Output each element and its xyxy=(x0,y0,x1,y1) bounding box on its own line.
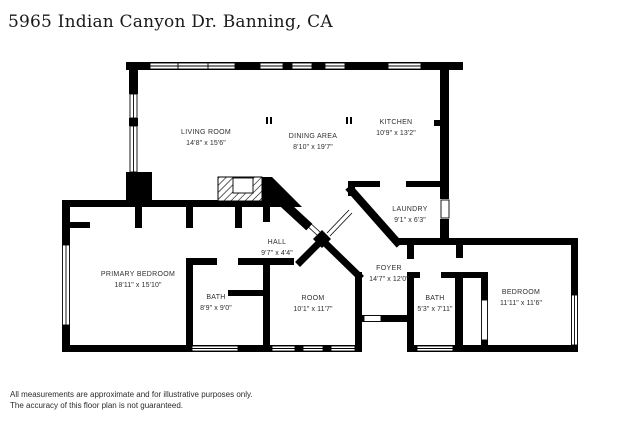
room-dims: 9'1" x 6'3" xyxy=(394,216,426,224)
opening-lines xyxy=(304,209,353,237)
page-title: 5965 Indian Canyon Dr. Banning, CA xyxy=(8,12,333,32)
room-dims: 14'8" x 15'6" xyxy=(186,139,226,147)
diagonal-walls xyxy=(261,182,403,281)
doors xyxy=(363,199,488,341)
room-dims: 8'10" x 19'7" xyxy=(293,143,333,151)
room-name: PRIMARY BEDROOM xyxy=(100,271,176,278)
disclaimer: All measurements are approximate and for… xyxy=(10,389,253,411)
room-label-bath-small: BATH 5'3" x 7'11" xyxy=(417,294,452,315)
hall-apex xyxy=(313,230,331,248)
room-name: KITCHEN xyxy=(379,119,413,126)
room-dims: 8'9" x 9'0" xyxy=(200,304,232,312)
windows xyxy=(62,62,578,352)
room-label-dining-area: DINING AREA 8'10" x 19'7" xyxy=(289,132,337,153)
room-label-kitchen: KITCHEN 10'9" x 13'2" xyxy=(376,118,416,139)
disclaimer-line-2: The accuracy of this floor plan is not g… xyxy=(10,401,183,410)
room-name: BATH xyxy=(425,295,445,302)
fireplace xyxy=(217,176,263,202)
room-label-primary-bedroom: PRIMARY BEDROOM 18'11" x 15'10" xyxy=(101,270,175,291)
room-name: ROOM xyxy=(301,295,325,302)
room-name: BEDROOM xyxy=(501,289,541,296)
room-dims: 9'7" x 4'4" xyxy=(261,249,293,257)
room-label-laundry: LAUNDRY 9'1" x 6'3" xyxy=(392,205,427,226)
room-label-hall: HALL 9'7" x 4'4" xyxy=(261,238,293,259)
disclaimer-line-1: All measurements are approximate and for… xyxy=(10,390,253,399)
room-label-living-room: LIVING ROOM 14'8" x 15'6" xyxy=(181,128,231,149)
room-dims: 18'11" x 15'10" xyxy=(114,281,162,289)
entry-door xyxy=(363,315,382,322)
room-dims: 5'3" x 7'11" xyxy=(417,305,453,313)
room-dims: 10'1" x 11'7" xyxy=(293,305,333,313)
laundry-side-door xyxy=(440,199,450,219)
room-label-room: ROOM 10'1" x 11'7" xyxy=(293,294,332,315)
room-dims: 14'7" x 12'0" xyxy=(369,275,409,283)
closet-door xyxy=(481,299,488,341)
room-label-bedroom: BEDROOM 11'11" x 11'6" xyxy=(500,288,542,309)
room-name: DINING AREA xyxy=(288,133,338,140)
room-name: HALL xyxy=(267,239,287,246)
room-label-bath-main: BATH 8'9" x 9'0" xyxy=(200,293,232,314)
room-label-foyer: FOYER 14'7" x 12'0" xyxy=(369,264,409,285)
room-name: LIVING ROOM xyxy=(181,129,231,136)
room-dims: 10'9" x 13'2" xyxy=(376,129,416,137)
room-dims: 11'11" x 11'6" xyxy=(499,299,543,307)
room-name: LAUNDRY xyxy=(392,206,428,213)
room-name: BATH xyxy=(206,294,226,301)
room-name: FOYER xyxy=(376,265,402,272)
